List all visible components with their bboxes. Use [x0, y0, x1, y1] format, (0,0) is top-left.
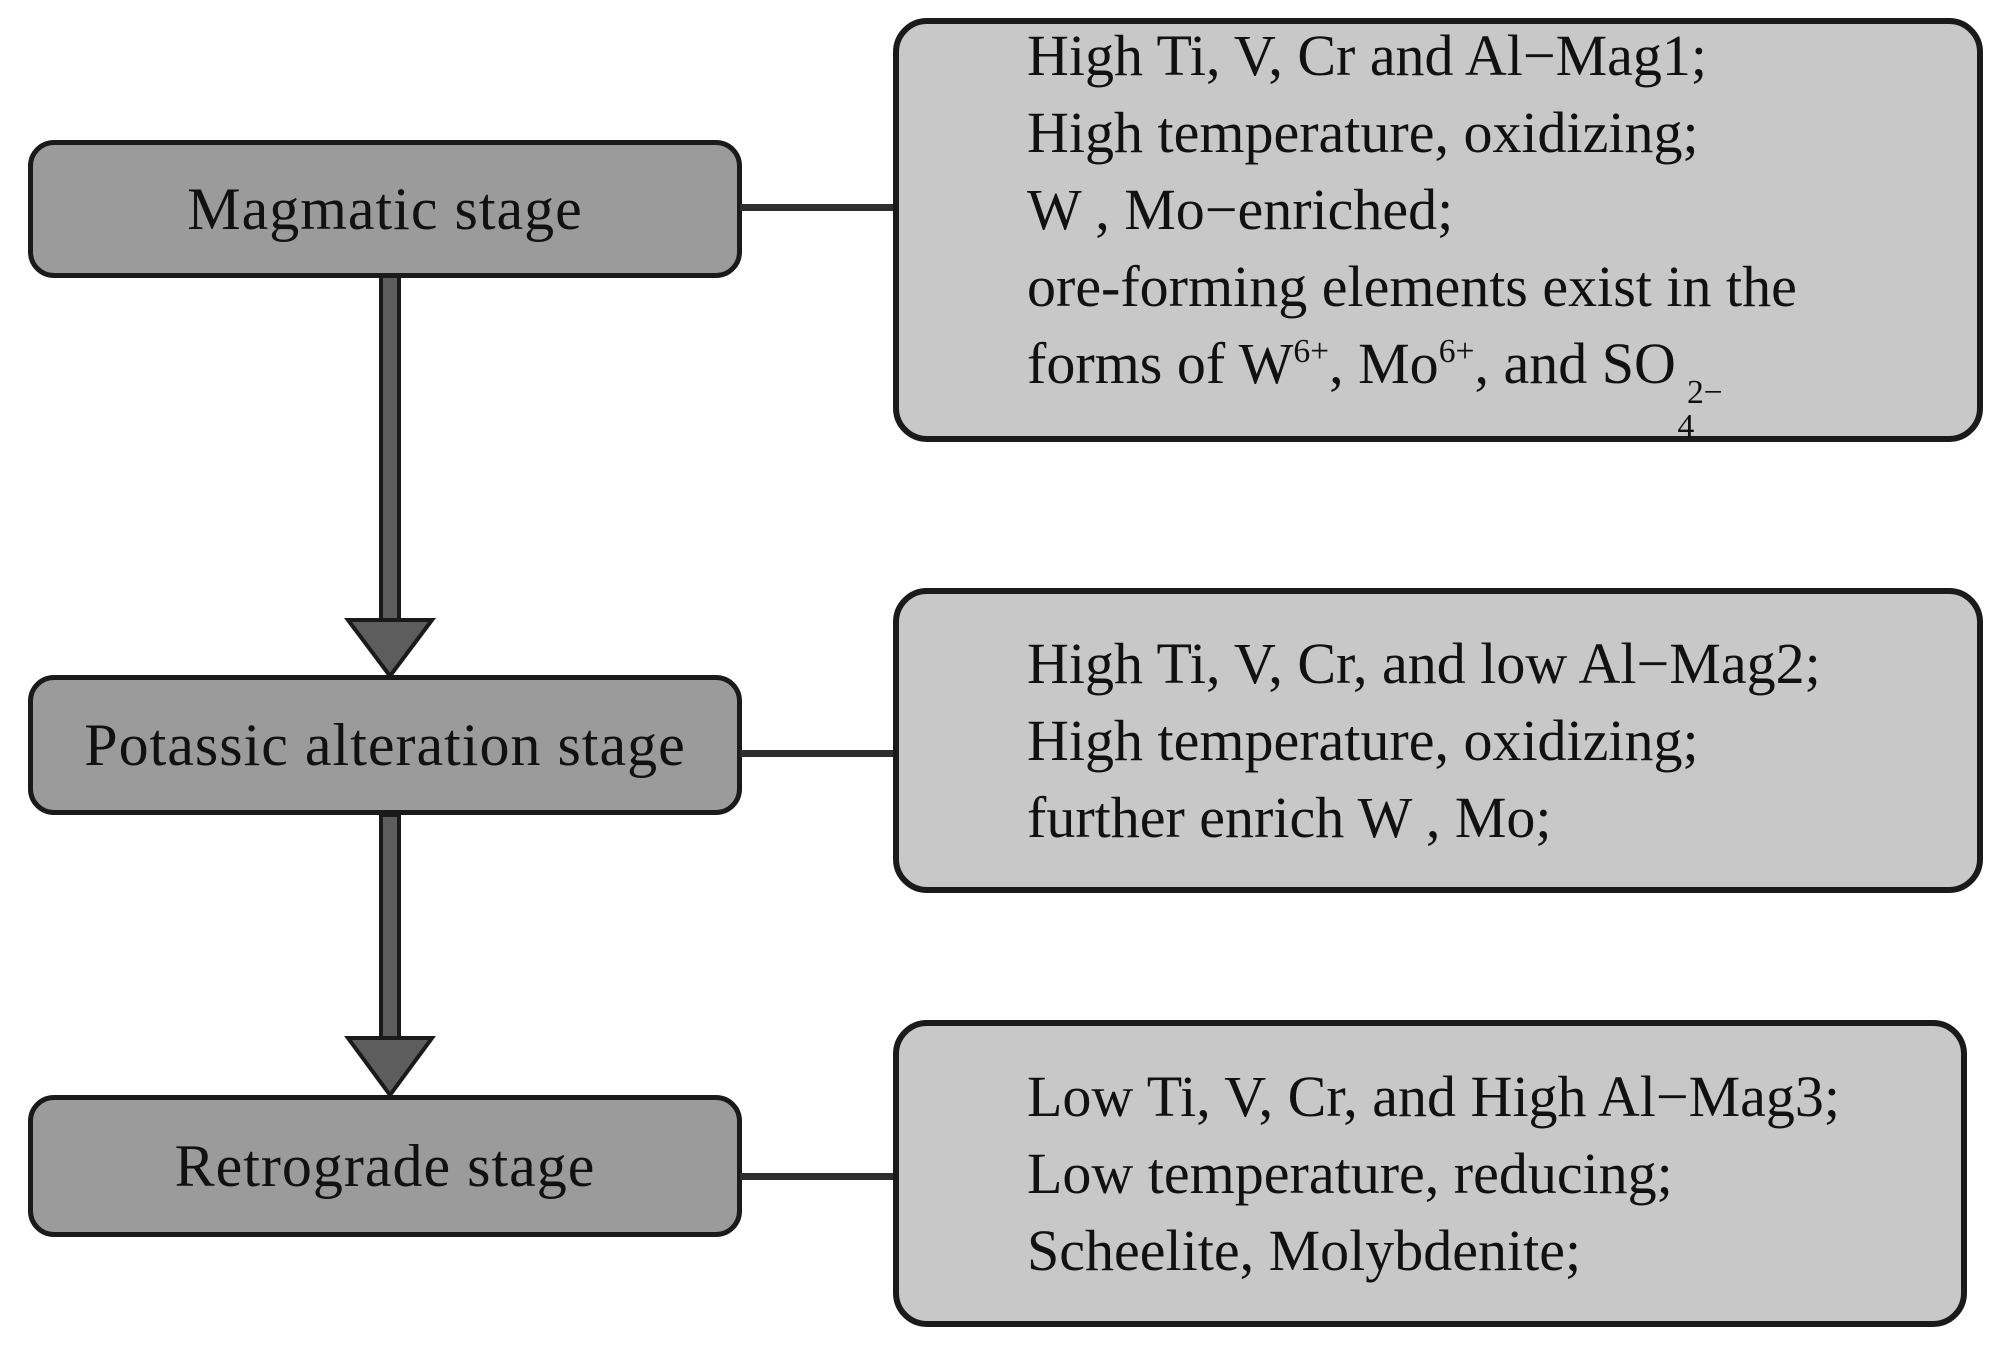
detail-box-retrograde: Low Ti, V, Cr, and High Al−Mag3;Low temp… [893, 1020, 1967, 1327]
stage-label-retrograde: Retrograde stage [174, 1132, 596, 1199]
stage-label-potassic-alteration: Potassic alteration stage [84, 711, 686, 778]
connector-line-2 [740, 750, 895, 757]
detail-text-magmatic: High Ti, V, Cr and Al−Mag1;High temperat… [1027, 22, 1797, 445]
detail-text-retrograde: Low Ti, V, Cr, and High Al−Mag3;Low temp… [1027, 1064, 1840, 1283]
detail-box-potassic-alteration: High Ti, V, Cr, and low Al−Mag2;High tem… [893, 588, 1983, 893]
stage-box-retrograde: Retrograde stage [28, 1095, 742, 1237]
down-arrow-1 [344, 274, 436, 678]
connector-line-3 [740, 1173, 893, 1180]
connector-line-1 [740, 204, 895, 211]
stage-box-potassic-alteration: Potassic alteration stage [28, 675, 742, 815]
detail-text-potassic-alteration: High Ti, V, Cr, and low Al−Mag2;High tem… [1027, 631, 1821, 850]
stage-label-magmatic: Magmatic stage [187, 175, 583, 242]
detail-box-magmatic: High Ti, V, Cr and Al−Mag1;High temperat… [893, 18, 1983, 445]
down-arrow-2 [344, 813, 436, 1097]
stage-box-magmatic: Magmatic stage [28, 140, 742, 278]
